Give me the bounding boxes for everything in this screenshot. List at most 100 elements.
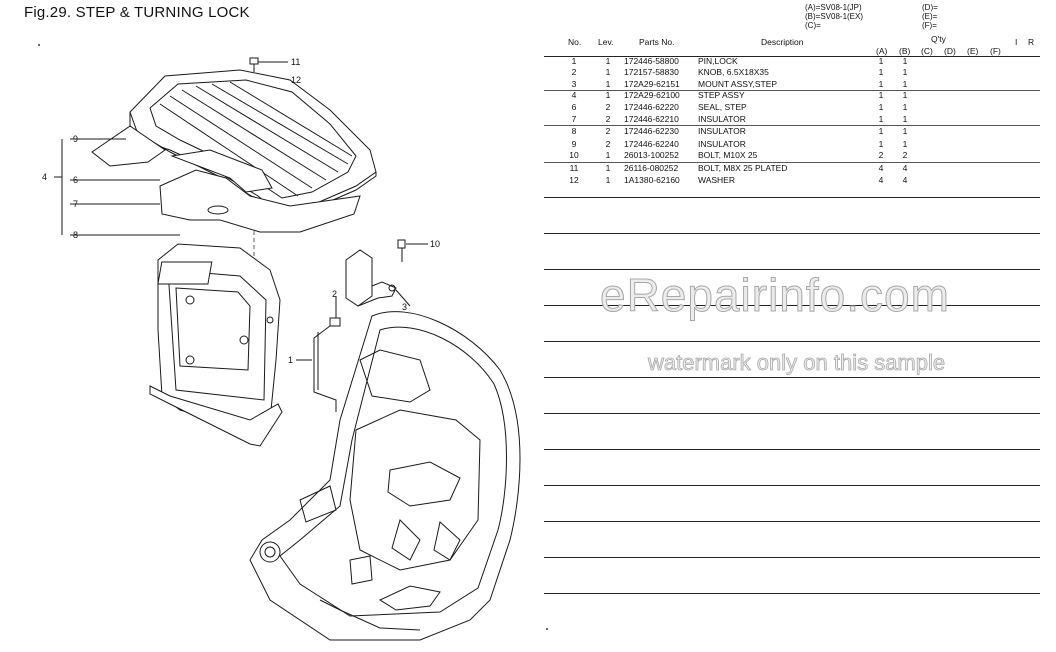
table-rule — [544, 557, 1040, 558]
row-lev: 1 — [605, 175, 611, 185]
table-row: 3 1 172A29-62151 MOUNT ASSY,STEP 1 1 — [544, 79, 1040, 90]
row-lev: 1 — [605, 56, 611, 66]
row-no: 12 — [569, 175, 579, 185]
callout-12: 12 — [291, 75, 302, 85]
speck — [546, 628, 548, 630]
header-no: No. — [568, 37, 582, 47]
table-rule — [544, 449, 1040, 450]
callout-1: 1 — [288, 355, 294, 365]
row-part-no: 172A29-62100 — [624, 90, 680, 100]
header-description: Description — [761, 37, 804, 47]
row-no: 6 — [571, 102, 577, 112]
row-description: SEAL, STEP — [698, 102, 747, 112]
row-no: 7 — [571, 114, 577, 124]
table-rule — [544, 197, 1040, 198]
row-no: 3 — [571, 79, 577, 89]
watermark-note: watermark only on this sample — [648, 350, 946, 376]
row-part-no: 1A1380-62160 — [624, 175, 680, 185]
row-qty-a: 4 — [878, 175, 884, 185]
row-qty-b: 1 — [902, 126, 908, 136]
row-qty-b: 1 — [902, 114, 908, 124]
table-rule — [544, 305, 1040, 306]
callout-7: 7 — [73, 199, 79, 209]
row-qty-b: 1 — [902, 67, 908, 77]
row-qty-a: 1 — [878, 56, 884, 66]
callout-8: 8 — [73, 230, 79, 240]
table-row: 6 2 172446-62220 SEAL, STEP 1 1 — [544, 102, 1040, 113]
table-rule — [544, 521, 1040, 522]
row-lev: 2 — [605, 139, 611, 149]
qty-col-c: (C) — [921, 46, 933, 56]
row-qty-b: 1 — [902, 56, 908, 66]
row-part-no: 172446-62230 — [624, 126, 679, 136]
table-row: 9 2 172446-62240 INSULATOR 1 1 — [544, 139, 1040, 150]
row-no: 10 — [569, 150, 579, 160]
row-qty-b: 1 — [902, 102, 908, 112]
table-rule — [544, 341, 1040, 342]
header-i: I — [1015, 37, 1018, 47]
row-part-no: 26116-080252 — [624, 163, 679, 173]
row-qty-b: 1 — [902, 139, 908, 149]
row-lev: 1 — [605, 67, 611, 77]
callout-11: 11 — [291, 57, 301, 67]
row-no: 4 — [571, 90, 577, 100]
table-rule — [544, 90, 1040, 91]
row-part-no: 172A29-62151 — [624, 79, 680, 89]
row-part-no: 172446-58800 — [624, 56, 679, 66]
callout-3: 3 — [402, 302, 408, 312]
row-no: 8 — [571, 126, 577, 136]
row-no: 11 — [569, 163, 579, 173]
row-no: 2 — [571, 67, 577, 77]
row-lev: 1 — [605, 163, 611, 173]
row-qty-a: 1 — [878, 126, 884, 136]
row-qty-a: 2 — [878, 150, 884, 160]
exploded-diagram — [54, 57, 521, 641]
callout-4: 4 — [42, 172, 48, 182]
row-qty-b: 4 — [902, 175, 908, 185]
header-lev: Lev. — [598, 37, 614, 47]
table-row: 10 1 26013-100252 BOLT, M10X 25 2 2 — [544, 150, 1040, 161]
row-qty-a: 1 — [878, 114, 884, 124]
row-description: STEP ASSY — [698, 90, 745, 100]
table-row: 1 1 172446-58800 PIN,LOCK 1 1 — [544, 56, 1040, 67]
model-c: (C)= — [805, 21, 821, 30]
row-description: PIN,LOCK — [698, 56, 738, 66]
row-qty-a: 1 — [878, 67, 884, 77]
row-qty-a: 1 — [878, 79, 884, 89]
row-qty-a: 1 — [878, 90, 884, 100]
row-description: WASHER — [698, 175, 735, 185]
header-parts-no: Parts No. — [639, 37, 675, 47]
row-description: INSULATOR — [698, 114, 746, 124]
row-qty-a: 1 — [878, 102, 884, 112]
row-qty-a: 1 — [878, 139, 884, 149]
row-lev: 1 — [605, 79, 611, 89]
table-rule — [544, 125, 1040, 126]
row-qty-b: 1 — [902, 79, 908, 89]
table-row: 8 2 172446-62230 INSULATOR 1 1 — [544, 126, 1040, 137]
table-rule — [544, 269, 1040, 270]
table-rule — [544, 413, 1040, 414]
table-rule — [544, 377, 1040, 378]
qty-col-f: (F) — [990, 46, 1001, 56]
model-a: (A)=SV08-1(JP) — [805, 3, 862, 12]
model-legend-right: (D)= (E)= (F)= — [922, 3, 938, 30]
row-qty-b: 1 — [902, 90, 908, 100]
qty-col-b: (B) — [899, 46, 911, 56]
row-no: 1 — [571, 56, 577, 66]
row-lev: 2 — [605, 102, 611, 112]
row-lev: 1 — [605, 150, 611, 160]
model-f: (F)= — [922, 21, 937, 30]
row-part-no: 172446-62240 — [624, 139, 679, 149]
row-no: 9 — [571, 139, 577, 149]
table-rule — [544, 593, 1040, 594]
model-legend-left: (A)=SV08-1(JP) (B)=SV08-1(EX) (C)= — [805, 3, 863, 30]
row-qty-b: 4 — [902, 163, 908, 173]
row-qty-b: 2 — [902, 150, 908, 160]
row-description: MOUNT ASSY,STEP — [698, 79, 778, 89]
row-lev: 2 — [605, 126, 611, 136]
callout-10: 10 — [430, 239, 441, 249]
row-part-no: 172157-58830 — [624, 67, 679, 77]
table-rule — [544, 162, 1040, 163]
model-e: (E)= — [922, 12, 938, 21]
header-qty: Q'ty — [931, 34, 946, 44]
